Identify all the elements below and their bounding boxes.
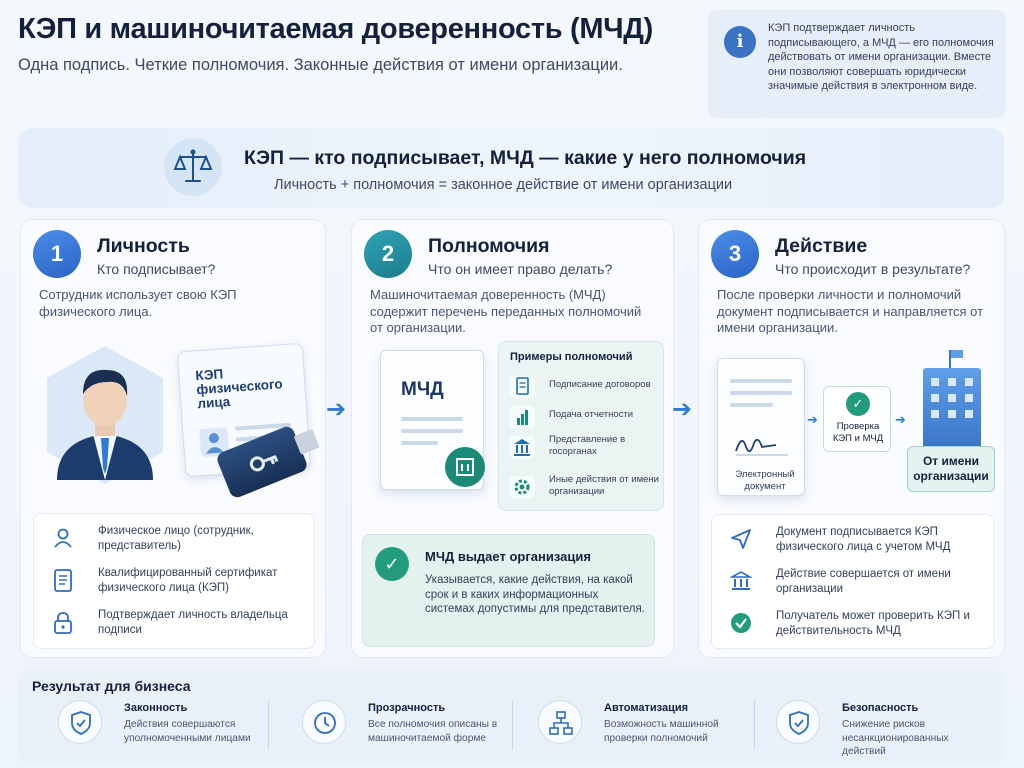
shield-check-icon: [776, 700, 820, 744]
check-circle-icon: [730, 612, 752, 634]
electronic-document: Электронный документ: [717, 358, 805, 496]
result-item: Прозрачность Все полномочия описаны в ма…: [278, 696, 520, 756]
powers-examples: Примеры полномочий Подписание договоров …: [498, 341, 664, 511]
result-text: Снижение рисков несанкционированных дейс…: [842, 719, 949, 757]
check-circle-icon: ✓: [846, 392, 870, 416]
step-question: Что он имеет право делать?: [428, 261, 613, 277]
step-title: Полномочия: [428, 235, 550, 257]
identity-details: Физическое лицо (сотрудник, представител…: [33, 513, 315, 649]
info-text: КЭП подтверждает личность подписывающего…: [768, 22, 994, 93]
list-item-text: Представление в госорганах: [549, 434, 626, 457]
step-number: 2: [364, 230, 412, 278]
signature-icon: [732, 429, 792, 464]
action-details: Документ подписывается КЭП физического л…: [711, 514, 995, 649]
check-circle-icon: ✓: [375, 547, 409, 581]
gear-icon: [509, 476, 535, 498]
flag-icon: [949, 350, 951, 368]
business-results: Результат для бизнеса Законность Действи…: [18, 670, 1004, 764]
organization-label: От имени организации: [907, 446, 995, 492]
scales-icon: [164, 138, 222, 196]
kep-card: КЭП физического лица: [176, 342, 312, 478]
banner-subtitle: Личность + полномочия = законное действи…: [274, 177, 733, 193]
info-icon: i: [724, 26, 756, 58]
step-question: Что происходит в результате?: [775, 261, 971, 277]
arrow-right-icon: ➔: [807, 412, 818, 427]
document-lines: [401, 417, 463, 445]
results-title: Результат для бизнеса: [32, 678, 191, 694]
list-item-text: Квалифицированный сертификат физического…: [98, 567, 278, 594]
verify-label: Проверка КЭП и МЧД: [832, 421, 884, 444]
list-item-text: Подтверждает личность владельца подписи: [98, 609, 288, 636]
result-item: Безопасность Снижение рисков несанкциони…: [752, 696, 994, 757]
step-action: 3 Действие Что происходит в результате? …: [698, 219, 1005, 658]
banner-title: КЭП — кто подписывает, МЧД — какие у нег…: [244, 147, 807, 169]
office-building-icon: [923, 350, 981, 450]
certificate-icon: [52, 569, 74, 592]
person-icon: [52, 527, 74, 549]
summary-banner: КЭП — кто подписывает, МЧД — какие у нег…: [18, 128, 1004, 208]
list-item-text: Получатель может проверить КЭП и действи…: [776, 610, 970, 637]
step-powers: 2 Полномочия Что он имеет право делать? …: [351, 219, 674, 658]
result-title: Прозрачность: [368, 702, 446, 714]
info-box: i КЭП подтверждает личность подписывающе…: [708, 10, 1006, 118]
mchd-issuer-note: ✓ МЧД выдает организация Указывается, ка…: [362, 534, 655, 647]
mchd-label: МЧД: [401, 379, 444, 400]
usb-token-icon: [214, 424, 320, 500]
step-description: После проверки личности и полномочий док…: [717, 287, 984, 335]
issuer-title: МЧД выдает организация: [425, 549, 591, 564]
list-item-text: Иные действия от имени организации: [549, 474, 659, 497]
arrow-right-icon: ➔: [326, 396, 347, 423]
document-lines: [730, 379, 792, 407]
mchd-document: МЧД: [380, 350, 485, 490]
result-text: Все полномочия описаны в машиночитаемой …: [368, 719, 498, 744]
result-text: Действия совершаются уполномоченными лиц…: [124, 719, 251, 744]
result-item: Автоматизация Возможность машинной прове…: [514, 696, 756, 756]
step-title: Действие: [775, 235, 868, 257]
verification-box: ✓ Проверка КЭП и МЧД: [823, 386, 891, 452]
result-text: Возможность машинной проверки полномочий: [604, 719, 719, 744]
edoc-label: Электронный документ: [735, 469, 795, 492]
step-description: Сотрудник использует свою КЭП физическог…: [39, 287, 237, 319]
page-header: КЭП и машиночитаемая доверенность (МЧД) …: [18, 10, 698, 75]
employee-illustration-icon: [35, 340, 175, 490]
government-building-icon: [728, 570, 754, 592]
hierarchy-icon: [538, 700, 582, 744]
organization-badge-icon: [445, 447, 485, 487]
result-item: Законность Действия совершаются уполномо…: [34, 696, 276, 756]
shield-check-icon: [58, 700, 102, 744]
issuer-text: Указывается, какие действия, на какой ср…: [425, 574, 645, 615]
list-item-text: Подача отчетности: [549, 409, 634, 420]
step-number: 3: [711, 230, 759, 278]
lock-icon: [52, 611, 74, 634]
page-subtitle: Одна подпись. Четкие полномочия. Законны…: [18, 56, 623, 74]
powers-title: Примеры полномочий: [510, 351, 633, 363]
list-item-text: Подписание договоров: [549, 379, 651, 390]
step-identity: 1 Личность Кто подписывает? Сотрудник ис…: [20, 219, 326, 658]
step-description: Машиночитаемая доверенность (МЧД) содерж…: [370, 287, 642, 335]
arrow-right-icon: ➔: [895, 412, 906, 427]
person-icon: [199, 427, 230, 458]
step-title: Личность: [97, 235, 190, 257]
kep-card-label: КЭП физического лица: [194, 366, 284, 412]
bar-chart-icon: [509, 406, 535, 428]
clock-icon: [302, 700, 346, 744]
page-title: КЭП и машиночитаемая доверенность (МЧД): [18, 13, 654, 45]
send-icon: [730, 528, 752, 550]
list-item-text: Документ подписывается КЭП физического л…: [776, 526, 951, 553]
government-building-icon: [509, 436, 535, 458]
list-item-text: Действие совершается от имени организаци…: [776, 568, 951, 595]
arrow-right-icon: ➔: [672, 396, 693, 423]
document-icon: [509, 376, 535, 398]
list-item-text: Физическое лицо (сотрудник, представител…: [98, 525, 254, 552]
result-title: Автоматизация: [604, 702, 689, 714]
result-title: Законность: [124, 702, 188, 714]
step-number: 1: [33, 230, 81, 278]
step-question: Кто подписывает?: [97, 261, 216, 277]
result-title: Безопасность: [842, 702, 919, 714]
